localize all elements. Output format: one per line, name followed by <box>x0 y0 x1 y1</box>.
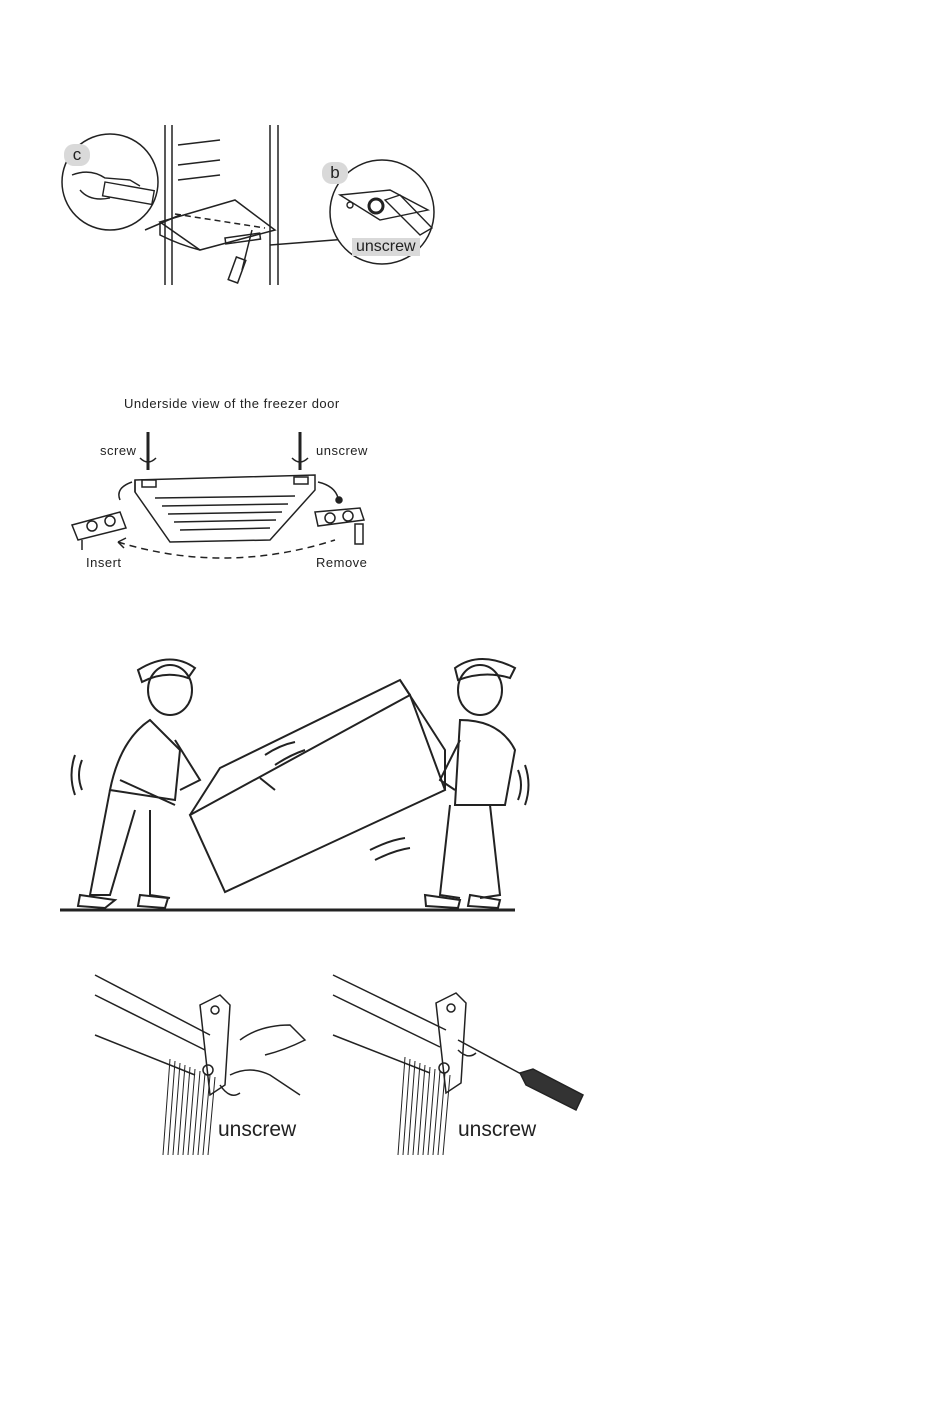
carrying-drawing <box>60 650 520 915</box>
right-unscrew-label: unscrew <box>458 1118 536 1142</box>
figure-hinge-unscrew-screwdriver: unscrew <box>328 965 598 1155</box>
unscrew-label: unscrew <box>316 443 368 458</box>
figure-freezer-door-underside: screw unscrew Insert Remove <box>60 420 390 580</box>
screw-label: screw <box>100 443 136 458</box>
figure-hinge-unscrew-hand: unscrew <box>90 965 315 1155</box>
left-unscrew-label: unscrew <box>218 1118 296 1142</box>
figure-carrying-appliance <box>60 650 520 915</box>
unscrew-label: unscrew <box>352 238 420 256</box>
underside-caption: Underside view of the freezer door <box>124 396 340 411</box>
callout-c-badge: c <box>64 144 90 166</box>
insert-label: Insert <box>86 555 122 570</box>
callout-b-badge: b <box>322 162 348 184</box>
hinge-removal-drawing <box>60 120 440 290</box>
figure-hinge-removal: c b unscrew <box>60 120 440 290</box>
remove-label: Remove <box>316 555 367 570</box>
